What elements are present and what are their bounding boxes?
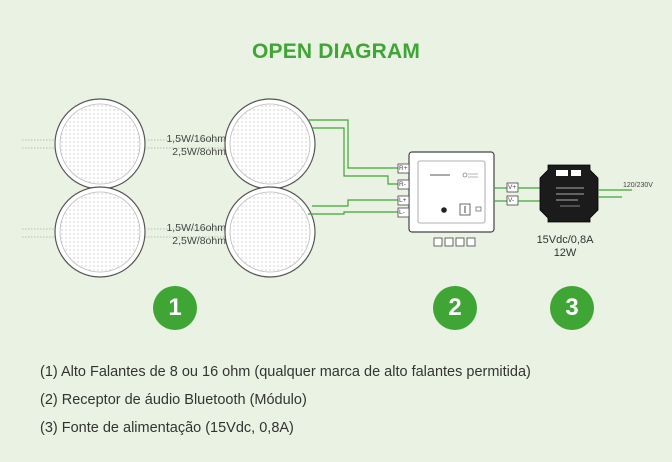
badge-power-supply: 3 [550,286,594,330]
power-supply [539,164,599,223]
speaker-bottom-right [224,186,316,278]
speaker-1-rating: 1,5W/16ohm 2,5W/8ohm [146,133,226,159]
terminal-label-v-plus: V+ [508,184,517,191]
speaker-1-rating-16ohm: 1,5W/16ohm [166,133,226,145]
speaker-top-right [224,98,316,190]
terminal-l-minus [397,207,410,218]
speaker-1-rating-8ohm: 2,5W/8ohm [172,146,226,158]
diagram-title: OPEN DIAGRAM [251,40,421,63]
note-module: (2) Receptor de áudio Bluetooth (Módulo) [40,392,307,408]
speaker-2-rating-8ohm: 2,5W/8ohm [172,235,226,247]
wire-l-minus [308,211,398,215]
terminal-label-v-minus: V- [508,197,515,204]
bottom-terminal [433,237,443,247]
note-speakers: (1) Alto Falantes de 8 ou 16 ohm (qualqu… [40,364,531,380]
bottom-terminal [444,237,454,247]
wire-l-plus [312,199,398,207]
terminal-label-r-plus: R+ [399,165,408,172]
terminal-l-plus [397,195,410,206]
speaker-2-rating-16ohm: 1,5W/16ohm [166,222,226,234]
wire-r-minus [312,127,398,185]
wire-r-plus [308,119,398,169]
bottom-terminal [466,237,476,247]
psu-output: 15Vdc/0,8A [536,234,594,246]
terminal-r-plus [397,163,410,174]
bottom-terminal [455,237,465,247]
speaker-top-left [54,98,146,190]
note-power-supply: (3) Fonte de alimentação (15Vdc, 0,8A) [40,420,294,436]
speaker-bottom-left [54,186,146,278]
psu-power: 12W [553,247,577,259]
terminal-r-minus [397,179,410,190]
terminal-label-l-minus: L- [399,209,405,216]
mains-voltage-label: 120/230V [623,182,653,189]
psu-spec: 15Vdc/0,8A 12W [520,234,610,260]
terminal-label-r-minus: R- [399,181,406,188]
speaker-2-rating: 1,5W/16ohm 2,5W/8ohm [146,222,226,248]
badge-speakers: 1 [153,286,197,330]
terminal-label-l-plus: L+ [399,197,407,204]
badge-module: 2 [433,286,477,330]
bluetooth-module [408,151,495,233]
